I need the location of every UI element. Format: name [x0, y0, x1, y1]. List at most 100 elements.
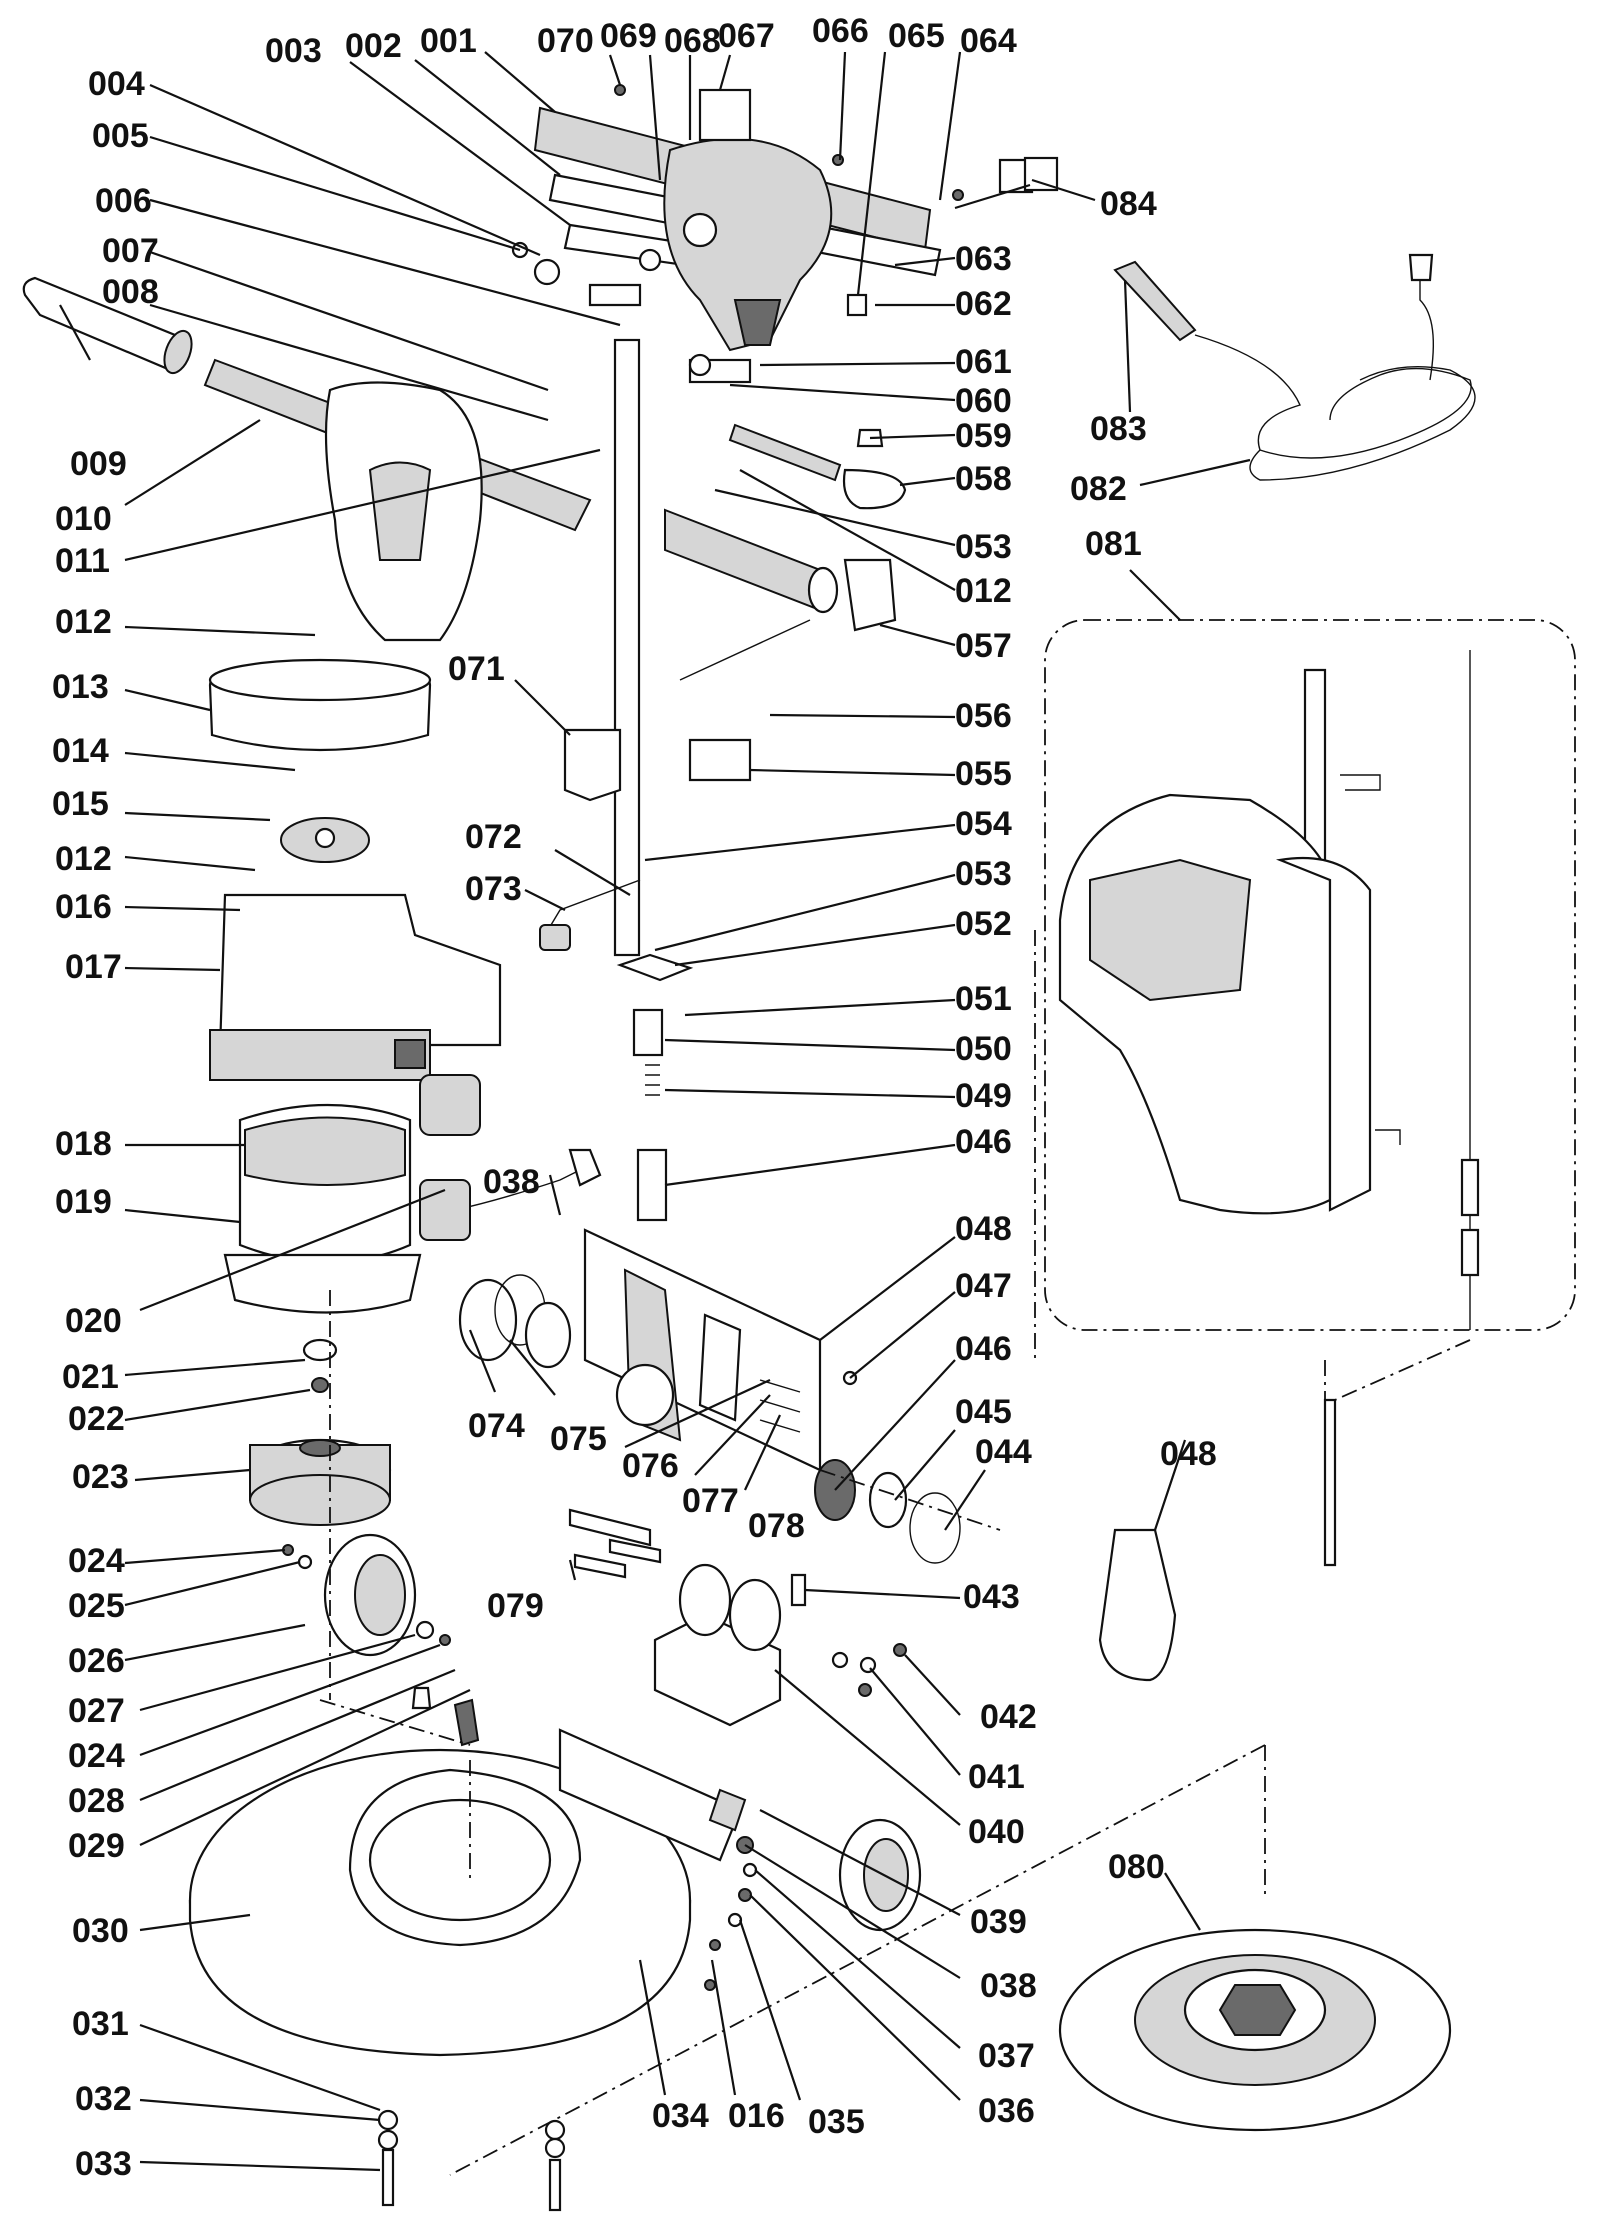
callout-033: 033 — [75, 2145, 132, 2183]
callout-069: 069 — [600, 17, 657, 55]
callout-068: 068 — [664, 22, 721, 60]
callout-046a: 046 — [955, 1330, 1012, 1368]
callout-030: 030 — [72, 1912, 129, 1950]
callout-016a: 016 — [55, 888, 112, 926]
callout-078: 078 — [748, 1507, 805, 1545]
callout-015: 015 — [52, 785, 109, 823]
callout-061: 061 — [955, 343, 1012, 381]
callout-054: 054 — [955, 805, 1012, 843]
callout-062: 062 — [955, 285, 1012, 323]
callout-037: 037 — [978, 2037, 1035, 2075]
callout-081: 081 — [1085, 525, 1142, 563]
callout-047: 047 — [955, 1267, 1012, 1305]
callout-031: 031 — [72, 2005, 129, 2043]
callout-024a: 024 — [68, 1542, 125, 1580]
callout-044: 044 — [975, 1433, 1032, 1471]
callout-026: 026 — [68, 1642, 125, 1680]
callout-083: 083 — [1090, 410, 1147, 448]
callout-012b: 012 — [955, 572, 1012, 610]
switch-lever — [688, 353, 907, 510]
callout-038b: 038 — [483, 1163, 540, 1201]
callout-059: 059 — [955, 417, 1012, 455]
callout-010: 010 — [55, 500, 112, 538]
callout-017: 017 — [65, 948, 122, 986]
handle-grip — [22, 276, 592, 642]
callout-013: 013 — [52, 668, 109, 706]
callout-009: 009 — [70, 445, 127, 483]
callout-039: 039 — [970, 1903, 1027, 1941]
callout-041: 041 — [968, 1758, 1025, 1796]
callout-055: 055 — [955, 755, 1012, 793]
inset-detail — [1044, 619, 1576, 1682]
callout-050: 050 — [955, 1030, 1012, 1068]
tube-bracket — [664, 508, 897, 782]
callout-075: 075 — [550, 1420, 607, 1458]
callout-011: 011 — [55, 542, 110, 580]
callout-012c: 012 — [55, 840, 112, 878]
pad-driver — [1058, 1928, 1452, 2132]
callout-038a: 038 — [980, 1967, 1037, 2005]
callout-006: 006 — [95, 182, 152, 220]
power-cord — [1023, 156, 1476, 481]
motor-assembly — [208, 658, 602, 1314]
callout-016b: 016 — [728, 2097, 785, 2135]
callout-073: 073 — [465, 870, 522, 908]
callout-063: 063 — [955, 240, 1012, 278]
callout-034: 034 — [652, 2097, 709, 2135]
callout-022: 022 — [68, 1400, 125, 1438]
callout-042: 042 — [980, 1698, 1037, 1736]
handle-switch-assembly — [511, 84, 1034, 421]
callout-070: 070 — [537, 22, 594, 60]
callout-049: 049 — [955, 1077, 1012, 1115]
callout-057: 057 — [955, 627, 1012, 665]
callout-018: 018 — [55, 1125, 112, 1163]
callout-040: 040 — [968, 1813, 1025, 1851]
callout-052: 052 — [955, 905, 1012, 943]
callout-002: 002 — [345, 27, 402, 65]
callout-058: 058 — [955, 460, 1012, 498]
callout-043: 043 — [963, 1578, 1020, 1616]
wheel-bracket — [568, 1508, 907, 1727]
callout-024b: 024 — [68, 1737, 125, 1775]
callout-074: 074 — [468, 1407, 525, 1445]
callout-036: 036 — [978, 2092, 1035, 2130]
callout-060: 060 — [955, 382, 1012, 420]
callout-labels: 001 002 003 004 005 006 007 008 009 010 … — [52, 12, 1217, 2183]
callout-005: 005 — [92, 117, 149, 155]
callout-048b: 048 — [1160, 1435, 1217, 1473]
callout-067: 067 — [718, 17, 775, 55]
callout-082: 082 — [1070, 470, 1127, 508]
callout-077: 077 — [682, 1482, 739, 1520]
drive-parts — [248, 1338, 480, 1747]
callout-045: 045 — [955, 1393, 1012, 1431]
callout-012a: 012 — [55, 603, 112, 641]
callout-008: 008 — [102, 273, 159, 311]
leader-lines — [59, 51, 1251, 2172]
callout-046b: 046 — [955, 1123, 1012, 1161]
callout-048a: 048 — [955, 1210, 1012, 1248]
guide-lines — [319, 930, 1471, 2176]
callout-084: 084 — [1100, 185, 1157, 223]
callout-020: 020 — [65, 1302, 122, 1340]
callout-053b: 053 — [955, 528, 1012, 566]
callout-080: 080 — [1108, 1848, 1165, 1886]
parts-artwork — [22, 84, 1576, 2212]
callout-027: 027 — [68, 1692, 125, 1730]
callout-025: 025 — [68, 1587, 125, 1625]
callout-056: 056 — [955, 697, 1012, 735]
callout-004: 004 — [88, 65, 145, 103]
handle-tube — [539, 338, 694, 1222]
callout-053a: 053 — [955, 855, 1012, 893]
callout-032: 032 — [75, 2080, 132, 2118]
callout-028: 028 — [68, 1782, 125, 1820]
callout-066: 066 — [812, 12, 869, 50]
callout-003: 003 — [265, 32, 322, 70]
callout-001: 001 — [420, 22, 477, 60]
callout-019: 019 — [55, 1183, 112, 1221]
callout-079: 079 — [487, 1587, 544, 1625]
callout-064: 064 — [960, 22, 1017, 60]
callout-072: 072 — [465, 818, 522, 856]
callout-023: 023 — [72, 1458, 129, 1496]
callout-014: 014 — [52, 732, 109, 770]
